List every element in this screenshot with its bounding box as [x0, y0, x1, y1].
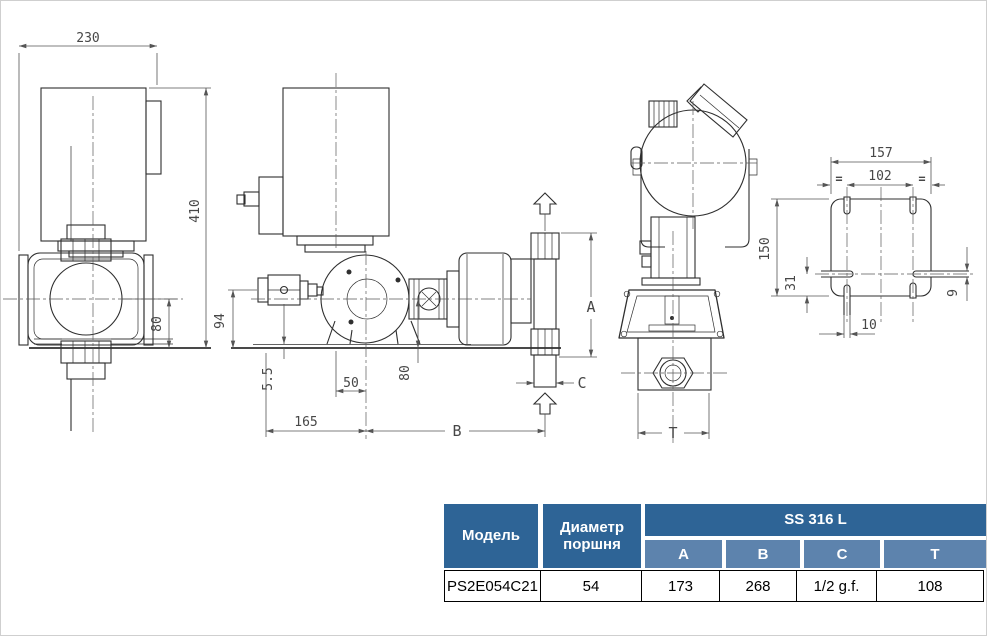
spec-table: Модель Диаметр поршня SS 316 L A B C T P…	[444, 504, 986, 603]
dim-label-A: A	[586, 298, 595, 316]
dim-label-80-left: 80	[150, 316, 165, 332]
dim-label-9: 9	[946, 289, 961, 297]
cell-a: 173	[641, 570, 720, 602]
dim-foot-50: 50	[335, 351, 366, 397]
col-header-c: C	[804, 540, 880, 568]
valve-column	[530, 232, 560, 388]
junction-box	[258, 176, 284, 235]
dim-label-T: T	[668, 424, 677, 442]
dim-label-50: 50	[343, 376, 359, 391]
dim-label-94: 94	[213, 313, 228, 329]
col-header-b: B	[726, 540, 800, 568]
view-mounting-plate: 157 102 = = 150 31 9 10	[758, 146, 975, 338]
dim-center-80-front: 80	[398, 299, 421, 381]
col-header-piston-diameter: Диаметр поршня	[543, 504, 641, 568]
col-header-t: T	[884, 540, 986, 568]
cell-piston: 54	[540, 570, 642, 602]
dim-height-410: 410	[149, 87, 211, 348]
dim-label-102: 102	[868, 169, 891, 184]
dim-B: B	[366, 422, 545, 440]
dim-label-165: 165	[294, 415, 317, 430]
dim-plate-150: 150	[758, 198, 829, 297]
dim-label-C: C	[577, 374, 586, 392]
dim-label-B: B	[452, 422, 461, 440]
dim-label-10: 10	[861, 318, 877, 333]
flow-arrow-up-top-icon	[532, 192, 558, 215]
dim-label-150: 150	[758, 237, 773, 260]
dim-plate-157: 157	[830, 146, 932, 194]
dim-base-165: 165	[265, 353, 366, 437]
equal-mark-right: =	[918, 172, 925, 186]
dim-label-157: 157	[869, 146, 892, 161]
dim-label-230: 230	[76, 31, 99, 46]
dim-A: A	[559, 232, 597, 358]
col-header-material: SS 316 L	[645, 504, 986, 536]
head-flange-front	[618, 289, 725, 339]
cell-t: 108	[876, 570, 984, 602]
equal-mark-left: =	[835, 172, 842, 186]
table-row: PS2E054C21 54 173 268 1/2 g.f. 108	[444, 570, 986, 602]
dim-C: C	[516, 374, 587, 392]
stroke-knob	[257, 274, 324, 306]
dim-slot-9: 9	[946, 247, 970, 301]
cell-model: PS2E054C21	[444, 570, 541, 602]
technical-drawing-canvas: 230 410 80	[3, 31, 975, 443]
dim-T: T	[637, 393, 710, 442]
cell-b: 268	[719, 570, 797, 602]
dim-label-80-front: 80	[398, 365, 413, 381]
dim-label-410: 410	[188, 199, 203, 222]
dim-slot-10: 10	[819, 315, 877, 338]
flow-arrow-up-bottom-icon	[532, 392, 558, 415]
dim-center-80-left: 80	[122, 298, 177, 348]
dim-label-31: 31	[784, 275, 799, 291]
view-end: T	[618, 83, 758, 443]
dim-width-230: 230	[18, 31, 158, 251]
col-header-a: A	[645, 540, 722, 568]
dim-label-5-5: 5.5	[261, 367, 276, 390]
col-header-model: Модель	[444, 504, 538, 568]
dim-plate-102: 102 = =	[817, 169, 945, 188]
dim-plate-5-5: 5.5	[261, 304, 287, 391]
dim-knob-94: 94	[213, 289, 257, 348]
view-front: 94 5.5 50 80 165 B	[213, 73, 597, 440]
view-side: 230 410 80	[3, 31, 211, 434]
dim-slot-31: 31	[784, 257, 810, 313]
cell-c: 1/2 g.f.	[796, 570, 877, 602]
